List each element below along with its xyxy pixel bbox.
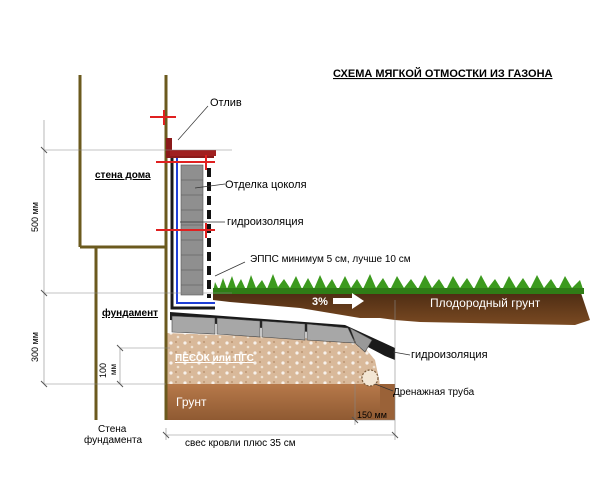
dimension-lines	[43, 120, 396, 440]
label-house-wall: стена дома	[95, 170, 151, 181]
ground-layer-side	[380, 384, 395, 420]
slope-indicator	[333, 293, 364, 309]
grass-layer	[213, 274, 584, 292]
leader-lines	[177, 105, 411, 392]
label-slope: 3%	[312, 296, 328, 308]
diagram-title: СХЕМА МЯГКОЙ ОТМОСТКИ ИЗ ГАЗОНА	[333, 67, 553, 80]
epps-blue-line	[176, 155, 215, 304]
dim-100-unit: мм	[109, 364, 118, 375]
dim-150: 150 мм	[357, 410, 387, 420]
waterproofing-vertical	[170, 150, 215, 310]
label-foundation: фундамент	[102, 307, 158, 319]
dim-100: 100	[98, 363, 108, 378]
label-otliv: Отлив	[210, 97, 242, 109]
fertile-soil	[213, 290, 590, 325]
label-sand: ПЕСОК или ПГС	[175, 353, 254, 364]
label-fertile-soil: Плодородный грунт	[430, 296, 541, 310]
grass-base	[213, 288, 584, 294]
label-foundation-wall-1: Стена	[98, 424, 127, 435]
dim-500: 500 мм	[30, 202, 40, 232]
anchor-pointers	[150, 110, 215, 238]
sand-layer	[166, 333, 380, 384]
dimension-ticks	[40, 146, 399, 439]
ground-layer	[166, 384, 380, 420]
label-plinth-finish: Отделка цоколя	[225, 179, 307, 191]
label-epps: ЭППС минимум 5 см, лучше 10 см	[250, 254, 411, 265]
label-waterproofing-top: гидроизоляция	[227, 216, 304, 228]
label-foundation-wall-2: фундамента	[84, 434, 142, 446]
drainage-pipe	[361, 369, 379, 387]
label-drain: Дренажная труба	[393, 386, 475, 398]
paving-tiles	[171, 315, 373, 353]
label-waterproofing-bottom: гидроизоляция	[411, 349, 488, 361]
label-ground: Грунт	[176, 395, 207, 409]
drip-cap	[170, 150, 216, 156]
label-overhang: свес кровли плюс 35 см	[185, 438, 296, 449]
dim-300: 300 мм	[30, 332, 40, 362]
